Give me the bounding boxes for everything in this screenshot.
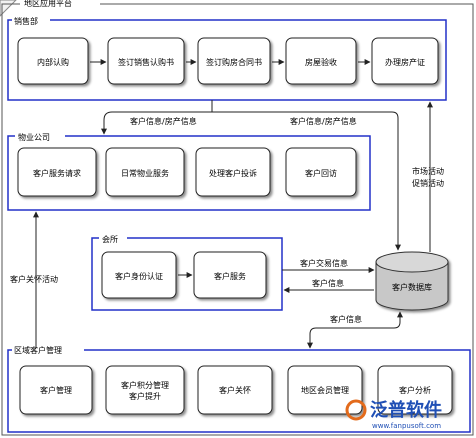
box-sales-2-label: 签订购房合同书	[206, 57, 262, 67]
box-sales-0-label: 内部认购	[37, 57, 69, 67]
edge-db-to-club-label: 客户信息	[312, 278, 344, 288]
group-property-label: 物业公司	[18, 132, 50, 142]
box-property-3: 客户回访	[285, 147, 357, 197]
box-club-1-label: 客户服务	[214, 271, 246, 281]
edge-db-regional-label: 客户信息	[330, 314, 362, 324]
box-sales-0: 内部认购	[17, 37, 89, 85]
group-regional-label-bg	[12, 344, 84, 354]
box-sales-4: 办理房产证	[371, 37, 439, 85]
box-regional-1: 客户积分管理客户提升	[105, 365, 185, 415]
edge-club-to-db-label: 客户交易信息	[300, 258, 348, 268]
watermark-brand: 泛普软件	[370, 399, 442, 421]
box-regional-2-label: 客户关怀	[219, 385, 251, 395]
group-regional-frame	[7, 349, 471, 433]
box-property-1-label: 日常物业服务	[121, 168, 169, 178]
box-property-1: 日常物业服务	[105, 147, 185, 197]
group-club-label-bg	[99, 233, 127, 243]
group-sales-frame	[7, 19, 447, 101]
box-property-0-label: 客户服务请求	[33, 168, 81, 178]
box-club-0: 客户身份认证	[101, 251, 177, 299]
box-regional-4: 客户分析	[377, 365, 453, 415]
box-property-2-label: 处理客户投诉	[209, 168, 257, 178]
group-sales: 销售部	[7, 15, 447, 101]
box-club-1: 客户服务	[193, 251, 267, 299]
database-label: 客户数据库	[392, 282, 432, 292]
box-regional-3: 地区会员管理	[287, 365, 363, 415]
group-club: 会所	[91, 233, 283, 311]
group-regional: 区域客户管理	[7, 344, 471, 433]
edge-sales-to-property	[101, 100, 213, 135]
group-property-label-bg	[15, 131, 65, 141]
platform-title: 地区应用平台	[24, 0, 72, 8]
group-sales-label-bg	[12, 15, 50, 25]
box-regional-0: 客户管理	[19, 365, 93, 415]
edge-sales-to-db-label: 客户信息/房产信息	[290, 116, 357, 126]
box-property-0: 客户服务请求	[17, 147, 97, 197]
box-sales-1: 签订销售认购书	[107, 37, 185, 85]
box-regional-0-label: 客户管理	[40, 385, 72, 395]
logo-swirl-icon	[345, 399, 367, 421]
box-property-3-label: 客户回访	[305, 168, 337, 178]
platform-outer-border	[1, 3, 474, 436]
box-regional-3-label: 地区会员管理	[301, 385, 349, 395]
edge-db-to-sales-label-line1: 市场活动	[412, 166, 444, 176]
box-regional-2: 客户关怀	[197, 365, 273, 415]
box-regional-1-label: 客户积分管理客户提升	[121, 380, 169, 401]
watermark-url: www.fanpusoft.com	[372, 422, 441, 430]
group-club-label: 会所	[102, 234, 118, 244]
group-property-frame	[7, 135, 371, 211]
box-sales-1-label: 签订销售认购书	[118, 57, 174, 67]
edge-sales-to-db	[212, 111, 401, 251]
group-sales-label: 销售部	[14, 16, 38, 26]
edge-sales-to-property-label: 客户信息/房产信息	[130, 116, 197, 126]
box-sales-2: 签订购房合同书	[197, 37, 271, 85]
box-sales-3: 房屋验收	[285, 37, 357, 85]
edge-db-regional	[307, 311, 403, 349]
customer-database	[375, 251, 449, 311]
edge-db-to-sales-label-line2: 促销活动	[412, 178, 444, 188]
group-club-frame	[91, 237, 283, 311]
platform-title-bg	[20, 0, 100, 9]
fanpusoft-logo: 泛普软件 www.fanpusoft.com	[345, 399, 442, 430]
box-sales-3-label: 房屋验收	[305, 57, 337, 67]
edge-regional-to-property-label: 客户关怀活动	[10, 274, 58, 284]
group-property: 物业公司	[7, 131, 371, 211]
group-regional-label: 区域客户管理	[14, 345, 62, 355]
box-regional-4-label: 客户分析	[399, 385, 431, 395]
box-club-0-label: 客户身份认证	[115, 271, 163, 281]
box-property-2: 处理客户投诉	[195, 147, 271, 197]
box-sales-4-label: 办理房产证	[385, 57, 425, 67]
